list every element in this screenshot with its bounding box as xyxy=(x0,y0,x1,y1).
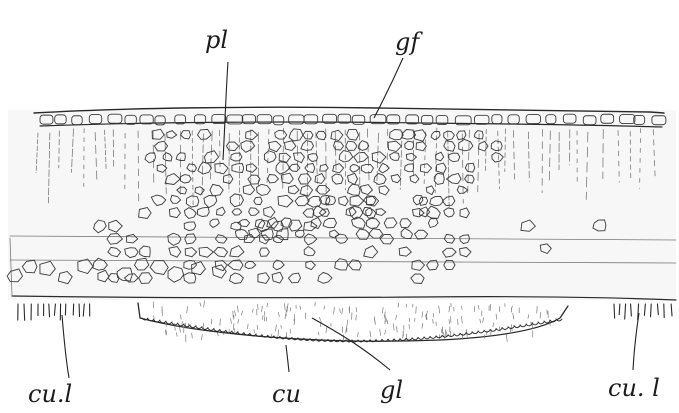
label-cu: cu xyxy=(272,380,301,408)
cuticle-hair xyxy=(619,304,620,315)
cuticle-hair xyxy=(631,304,632,316)
cuticle-hair xyxy=(614,304,615,318)
label-cu-l-left: cu.l xyxy=(28,380,72,408)
label-gf: gf xyxy=(395,28,423,56)
cuticle-hair xyxy=(49,304,50,317)
cuticle-hair xyxy=(24,304,25,320)
cuticle-hair xyxy=(651,304,652,317)
label-cu-l-right: cu. l xyxy=(608,374,660,402)
label-pl: pl xyxy=(205,26,228,54)
label-gl: gl xyxy=(380,376,403,404)
